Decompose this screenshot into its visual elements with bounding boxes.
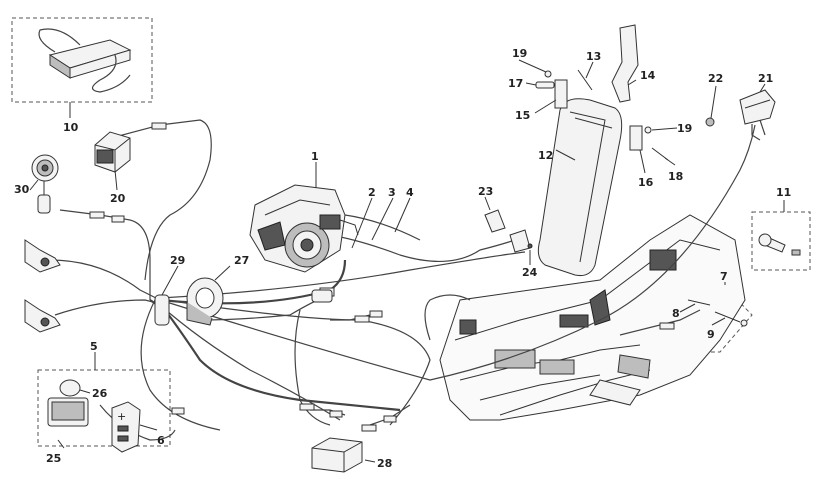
label-5: 5 (90, 340, 98, 353)
battery-bracket (554, 24, 643, 151)
label-3: 3 (388, 186, 396, 199)
label-22: 22 (708, 72, 723, 85)
connectors (89, 122, 675, 432)
rear-lamp (739, 89, 776, 141)
leader-lines (29, 59, 785, 463)
label-2: 2 (368, 186, 376, 199)
speed-sensor-parts (687, 299, 748, 327)
label-10: 10 (63, 121, 79, 134)
label-19b: 19 (677, 122, 692, 135)
wiring-harness (49, 119, 756, 441)
label-27: 27 (234, 254, 249, 267)
label-15: 15 (515, 109, 530, 122)
label-16: 16 (638, 176, 654, 189)
label-26: 26 (92, 387, 108, 400)
display-group-box (37, 369, 171, 447)
label-4: 4 (406, 186, 414, 199)
label-21: 21 (758, 72, 773, 85)
wheel-sensor (31, 154, 59, 214)
label-20: 20 (110, 192, 126, 205)
label-17: 17 (508, 77, 523, 90)
label-30: 30 (14, 183, 30, 196)
label-8: 8 (672, 307, 680, 320)
label-7: 7 (720, 270, 728, 283)
label-11: 11 (776, 186, 791, 199)
tape-roll (186, 277, 224, 326)
label-28: 28 (377, 457, 392, 470)
label-24: 24 (522, 266, 538, 279)
label-14: 14 (640, 69, 656, 82)
label-25: 25 (46, 452, 61, 465)
label-6: 6 (157, 434, 165, 447)
drive-motor (249, 184, 359, 273)
axle-bolt (758, 233, 801, 256)
label-18: 18 (668, 170, 683, 183)
charger (38, 28, 132, 93)
label-29: 29 (170, 254, 185, 267)
label-23: 23 (478, 185, 493, 198)
label-13: 13 (586, 50, 601, 63)
part-labels: 1 2 3 4 5 6 7 8 9 10 11 12 13 14 15 16 1… (14, 47, 791, 470)
bike-frame (439, 214, 746, 421)
brake-lever-lower (24, 299, 61, 333)
screws (535, 69, 715, 161)
label-9: 9 (707, 328, 715, 341)
brake-lever-upper (24, 239, 61, 273)
label-19a: 19 (512, 47, 527, 60)
charger-group-box (11, 17, 153, 103)
control-box (311, 437, 363, 473)
battery-pack (537, 98, 623, 276)
handlebar-remote: + (111, 401, 141, 453)
label-1: 1 (311, 150, 319, 163)
label-12: 12 (538, 149, 553, 162)
svg-text:+: + (117, 410, 126, 423)
battery-block (94, 131, 131, 173)
display-unit (47, 379, 89, 427)
battery-connector (484, 209, 533, 253)
bolt-group-box (751, 211, 811, 271)
